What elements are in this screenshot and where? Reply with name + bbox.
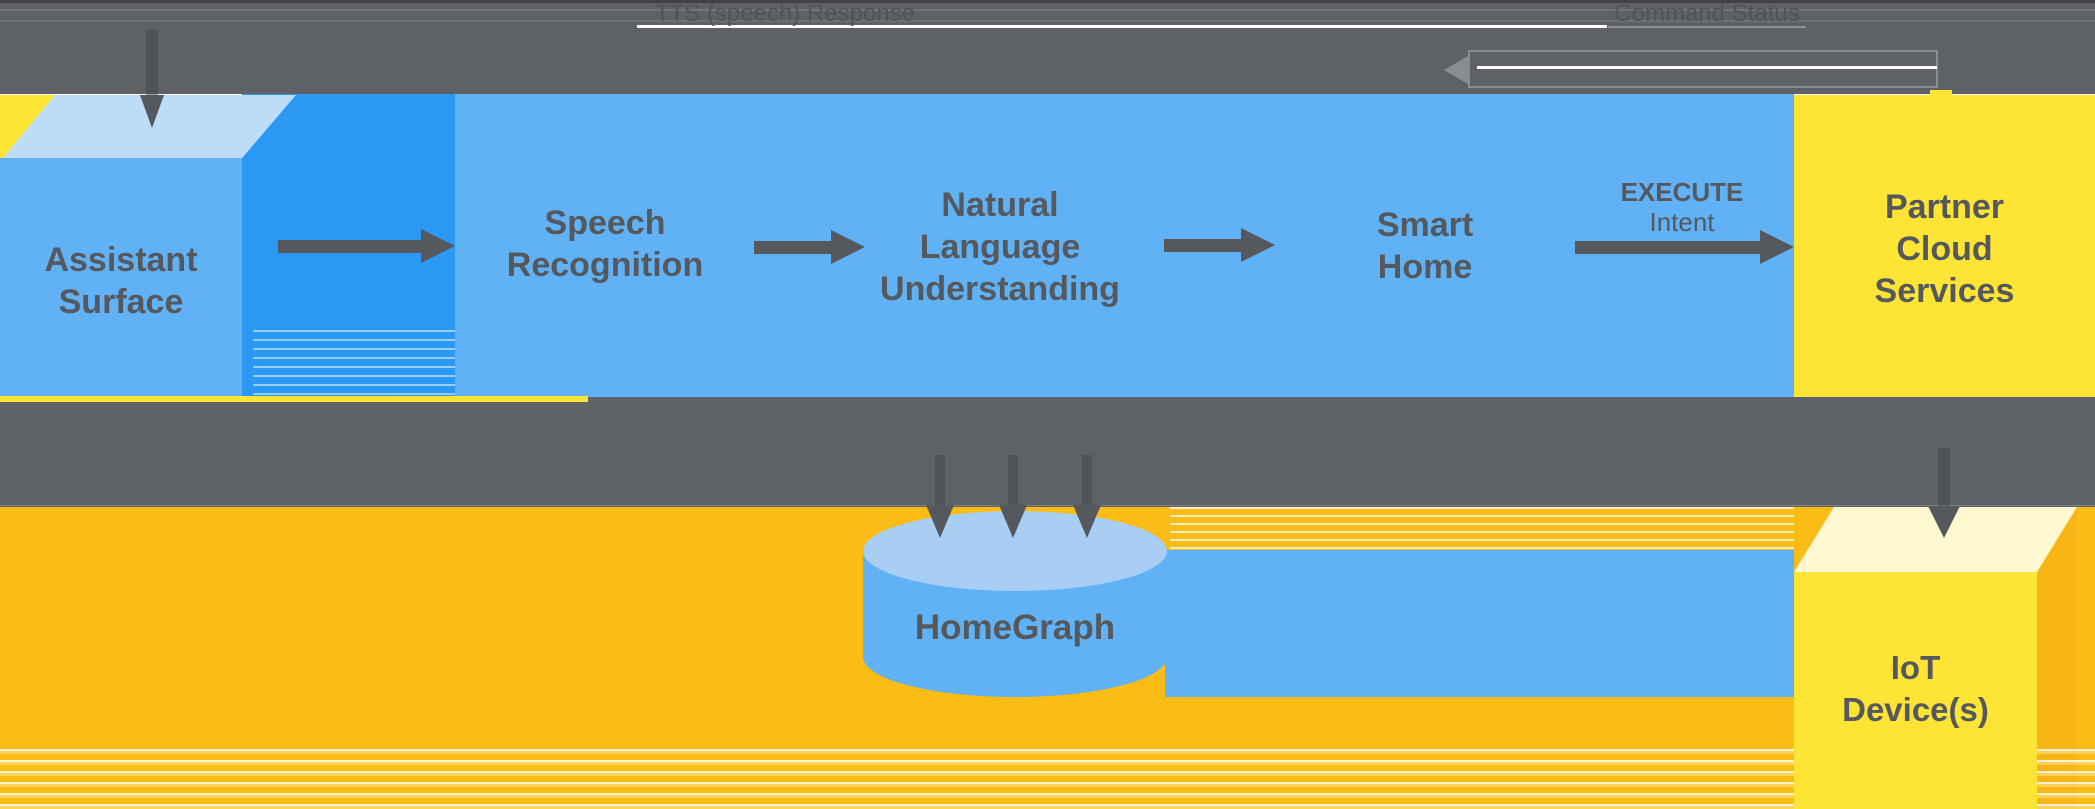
smart-home-node-label: Smart Home	[1275, 204, 1575, 288]
nlu-label-line3: Understanding	[880, 270, 1120, 308]
command-status-underline	[1608, 26, 1806, 28]
arrow-into-assistant-shaft	[146, 30, 158, 95]
partner-label-line2: Cloud	[1896, 230, 1993, 268]
intent-label: Intent	[1649, 207, 1715, 237]
iot-box-front-face	[1794, 572, 2037, 809]
arrow-into-iot-shaft	[1938, 448, 1950, 507]
top-edge-dark-line	[0, 0, 2095, 3]
homegraph-label-text: HomeGraph	[914, 608, 1116, 647]
stripe-artifact-above-blue-band	[1170, 507, 1794, 552]
arrow-into-assistant-head	[140, 95, 164, 128]
nlu-node-label: Natural Language Understanding	[850, 184, 1150, 310]
iot-node-label: IoT Device(s)	[1794, 647, 2037, 731]
arrow-smarthome-to-partner-head	[1760, 230, 1794, 264]
assistant-label-line2: Surface	[58, 283, 184, 321]
command-status-return-arrow-outline	[1468, 50, 1938, 88]
partner-cloud-node-label: Partner Cloud Services	[1794, 186, 2095, 312]
middle-gray-band	[0, 397, 2095, 507]
arrow-speech-to-nlu-shaft	[754, 241, 832, 254]
smart-home-label-line1: Smart	[1376, 206, 1474, 244]
nlu-label-line1: Natural	[941, 186, 1059, 224]
partner-to-homegraph-band	[1165, 550, 1794, 697]
arrow-speech-to-nlu-head	[831, 230, 865, 264]
partner-box-top-tab	[1930, 90, 1952, 96]
arrow-into-iot-head	[1928, 506, 1960, 538]
assistant-label-line1: Assistant	[44, 241, 198, 279]
yellow-divider-line	[0, 396, 588, 402]
top-band-seam-1	[0, 9, 2095, 11]
speech-label-line2: Recognition	[506, 246, 704, 284]
partner-cloud-node	[1794, 95, 2095, 397]
command-status-label: Command Status	[1614, 0, 1800, 27]
iot-label-line2: Device(s)	[1842, 691, 1989, 728]
arrow-into-homegraph-2-head	[999, 505, 1027, 538]
execute-intent-edge-label: EXECUTE Intent	[1572, 178, 1792, 236]
arrow-smarthome-to-partner-shaft	[1575, 241, 1761, 254]
arrow-assistant-to-speech-head	[421, 229, 455, 263]
iot-label-line1: IoT	[1890, 649, 1941, 686]
smart-home-label-line2: Home	[1377, 248, 1473, 286]
arrow-into-homegraph-2-shaft	[1008, 455, 1018, 507]
stripe-artifact-bottom	[0, 743, 2095, 809]
middle-band-seam-line	[0, 505, 2095, 506]
top-band-seam-2	[0, 20, 2095, 22]
partner-label-line3: Services	[1874, 272, 2015, 310]
command-status-return-arrowhead	[1444, 56, 1468, 84]
top-gray-band	[0, 0, 2095, 94]
tts-response-label: TTS (speech) Response	[654, 0, 916, 27]
arrow-into-homegraph-1-shaft	[935, 455, 945, 507]
nlu-label-line2: Language	[919, 228, 1081, 266]
arrow-into-homegraph-1-head	[926, 505, 954, 538]
arrow-assistant-to-speech-shaft	[278, 240, 422, 253]
homegraph-node-label: HomeGraph	[865, 607, 1165, 649]
speech-label-line1: Speech	[544, 204, 666, 242]
stripe-artifact-dark-blue	[253, 330, 455, 397]
execute-label: EXECUTE	[1620, 177, 1744, 207]
arrow-into-homegraph-3-head	[1073, 505, 1101, 538]
speech-recognition-node-label: Speech Recognition	[455, 202, 755, 286]
partner-label-line1: Partner	[1884, 188, 2005, 226]
google-assistant-pipeline-panel	[455, 94, 1794, 397]
assistant-box-front-face	[0, 158, 242, 396]
tts-response-underline	[637, 25, 1607, 28]
arrow-nlu-to-smarthome-shaft	[1164, 239, 1242, 252]
assistant-node-label: Assistant Surface	[0, 239, 242, 323]
arrow-nlu-to-smarthome-head	[1241, 228, 1275, 262]
command-status-return-arrow-line	[1477, 66, 1937, 69]
arrow-into-homegraph-3-shaft	[1082, 455, 1092, 507]
